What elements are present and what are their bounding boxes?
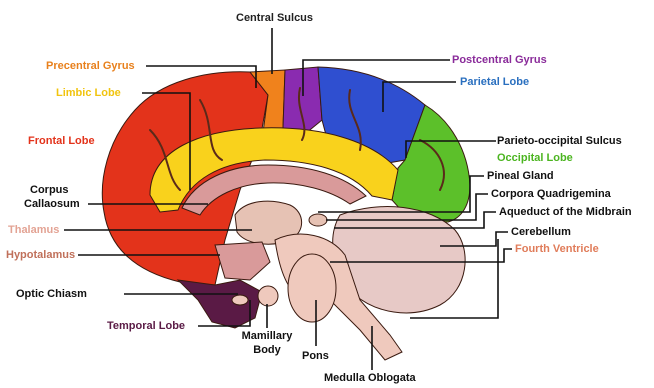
label-thalamus: Thalamus <box>8 224 59 237</box>
label-postcentral-gyrus: Postcentral Gyrus <box>452 54 547 67</box>
label-aqueduct: Aqueduct of the Midbrain <box>499 206 632 219</box>
label-parietal-lobe: Parietal Lobe <box>460 76 529 89</box>
label-frontal-lobe: Frontal Lobe <box>28 135 95 148</box>
label-parieto-occipital-sulcus: Parieto-occipital Sulcus <box>497 135 622 148</box>
label-fourth-ventricle: Fourth Ventricle <box>515 243 599 256</box>
label-pons: Pons <box>302 350 329 363</box>
label-corpus-callosum-line-1: Corpus <box>30 184 69 197</box>
pineal-gland-region <box>309 214 327 226</box>
label-corpus-callosum-line-2: Callaosum <box>24 198 80 211</box>
label-corpora-quadrigemina: Corpora Quadrigemina <box>491 188 611 201</box>
hypothalamus-region <box>215 242 270 280</box>
label-optic-chiasm: Optic Chiasm <box>16 288 87 301</box>
label-occipital-lobe: Occipital Lobe <box>497 152 573 165</box>
label-precentral-gyrus: Precentral Gyrus <box>46 60 135 73</box>
label-medulla: Medulla Oblogata <box>324 372 416 385</box>
label-hypotalamus: Hypotalamus <box>6 249 75 262</box>
label-limbic-lobe: Limbic Lobe <box>56 87 121 100</box>
mamillary-body-region <box>258 286 278 306</box>
label-mamillary-line-1: Mamillary <box>240 330 294 343</box>
pons-region <box>288 254 336 322</box>
label-pineal-gland: Pineal Gland <box>487 170 554 183</box>
label-mamillary-line-2: Body <box>240 344 294 357</box>
optic-chiasm-region <box>232 295 248 305</box>
label-cerebellum: Cerebellum <box>511 226 571 239</box>
label-central-sulcus: Central Sulcus <box>236 12 313 25</box>
label-temporal-lobe: Temporal Lobe <box>107 320 185 333</box>
